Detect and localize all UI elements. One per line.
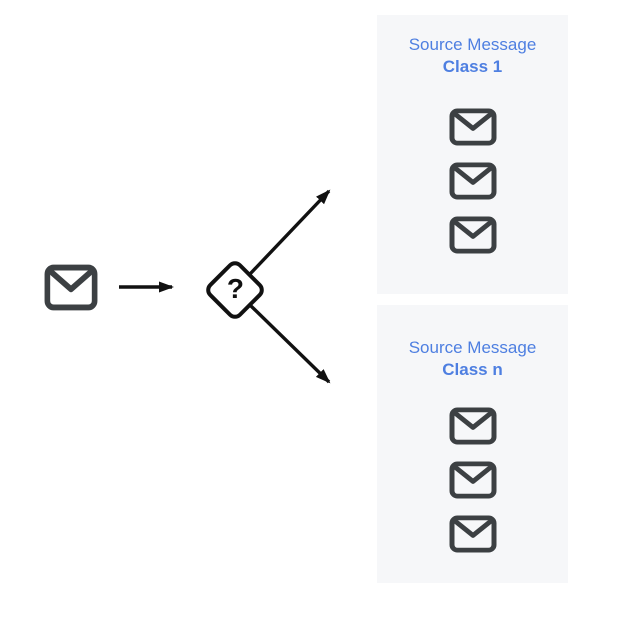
class-1-envelope-stack	[449, 108, 497, 254]
envelope-icon	[449, 515, 497, 553]
arrow-classifier-to-classn	[249, 304, 331, 384]
question-mark: ?	[227, 273, 245, 305]
class-n-panel: Source Message Class n	[377, 305, 568, 583]
envelope-icon	[449, 461, 497, 499]
envelope-icon	[449, 108, 497, 146]
classifier-diamond: ?	[202, 257, 268, 323]
panel-subtitle: Class n	[442, 360, 503, 380]
panel-title: Source Message	[408, 338, 537, 357]
class-1-panel-header: Source Message Class 1	[409, 34, 537, 78]
envelope-icon	[449, 216, 497, 254]
class-n-panel-header: Source Message Class n	[409, 337, 537, 381]
class-1-panel: Source Message Class 1	[377, 15, 568, 294]
envelope-icon	[449, 162, 497, 200]
panel-subtitle: Class 1	[442, 57, 503, 77]
class-n-envelope-stack	[449, 407, 497, 553]
panel-title: Source Message	[408, 35, 537, 54]
source-message-envelope-icon	[44, 264, 98, 311]
arrow-classifier-to-class1	[248, 189, 331, 276]
envelope-icon	[449, 407, 497, 445]
